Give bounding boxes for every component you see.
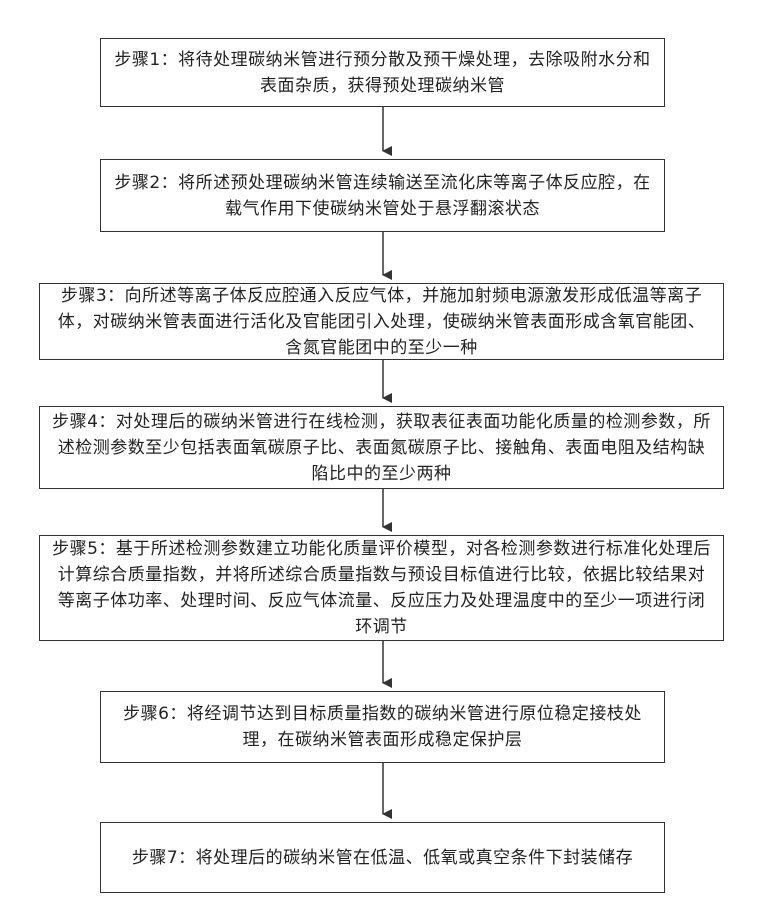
step-5-box: 步骤5：基于所述检测参数建立功能化质量评价模型，对各检测参数进行标准化处理后计算… <box>39 535 724 641</box>
step-7-text: 步骤7：将处理后的碳纳米管在低温、低氧或真空条件下封装储存 <box>132 845 633 871</box>
step-3-box: 步骤3：向所述等离子体反应腔通入反应气体，并施加射频电源激发形成低温等离子体，对… <box>39 283 724 360</box>
step-2-box: 步骤2：将所述预处理碳纳米管连续输送至流化床等离子体反应腔，在载气作用下使碳纳米… <box>100 159 665 232</box>
step-1-box: 步骤1：将待处理碳纳米管进行预分散及预干燥处理，去除吸附水分和表面杂质，获得预处… <box>100 38 665 107</box>
step-5-text: 步骤5：基于所述检测参数建立功能化质量评价模型，对各检测参数进行标准化处理后计算… <box>50 536 713 640</box>
step-6-box: 步骤6：将经调节达到目标质量指数的碳纳米管进行原位稳定接枝处理，在碳纳米管表面形… <box>100 691 665 763</box>
step-4-box: 步骤4：对处理后的碳纳米管进行在线检测，获取表征表面功能化质量的检测参数，所述检… <box>39 406 724 489</box>
step-6-text: 步骤6：将经调节达到目标质量指数的碳纳米管进行原位稳定接枝处理，在碳纳米管表面形… <box>111 701 654 753</box>
step-4-text: 步骤4：对处理后的碳纳米管进行在线检测，获取表征表面功能化质量的检测参数，所述检… <box>50 409 713 487</box>
step-3-text: 步骤3：向所述等离子体反应腔通入反应气体，并施加射频电源激发形成低温等离子体，对… <box>50 283 713 361</box>
step-1-text: 步骤1：将待处理碳纳米管进行预分散及预干燥处理，去除吸附水分和表面杂质，获得预处… <box>111 47 654 99</box>
step-2-text: 步骤2：将所述预处理碳纳米管连续输送至流化床等离子体反应腔，在载气作用下使碳纳米… <box>111 170 654 222</box>
step-7-box: 步骤7：将处理后的碳纳米管在低温、低氧或真空条件下封装储存 <box>100 822 665 893</box>
